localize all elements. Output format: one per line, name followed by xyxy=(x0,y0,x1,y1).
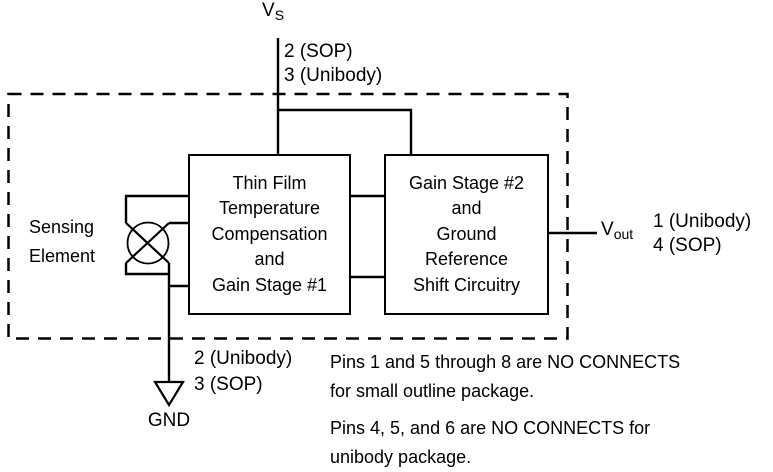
vs-label-main: V xyxy=(262,0,275,21)
block-gain-stage-2: Gain Stage #2 and Ground Reference Shift… xyxy=(384,154,549,315)
vs-pin-numbers: 2 (SOP) 3 (Unibody) xyxy=(284,41,383,86)
block-gain-stage-1: Thin Film Temperature Compensation and G… xyxy=(188,154,351,315)
sensing-element-label: Sensing Element xyxy=(29,217,96,266)
note-unibody-no-connects: Pins 4, 5, and 6 are NO CONNECTS for uni… xyxy=(330,418,651,467)
vs-supply-wire xyxy=(276,38,413,154)
vout-label-main: V xyxy=(601,219,614,240)
vs-label-sub: S xyxy=(274,7,285,23)
gnd-pin-numbers: 2 (Unibody) 3 (SOP) xyxy=(194,348,293,395)
vs-label: VS xyxy=(262,0,284,23)
bridge-wiring xyxy=(124,194,188,288)
note-sop-no-connects: Pins 1 and 5 through 8 are NO CONNECTS f… xyxy=(330,352,681,401)
bridge-circle-icon xyxy=(126,221,170,265)
vout-label: Vout xyxy=(601,219,633,242)
vout-pin-numbers: 1 (Unibody) 4 (SOP) xyxy=(653,211,752,256)
gnd-triangle-icon xyxy=(153,380,185,408)
vout-label-sub: out xyxy=(613,226,634,242)
dashed-boundary xyxy=(7,92,569,340)
gnd-label: GND xyxy=(147,410,191,431)
